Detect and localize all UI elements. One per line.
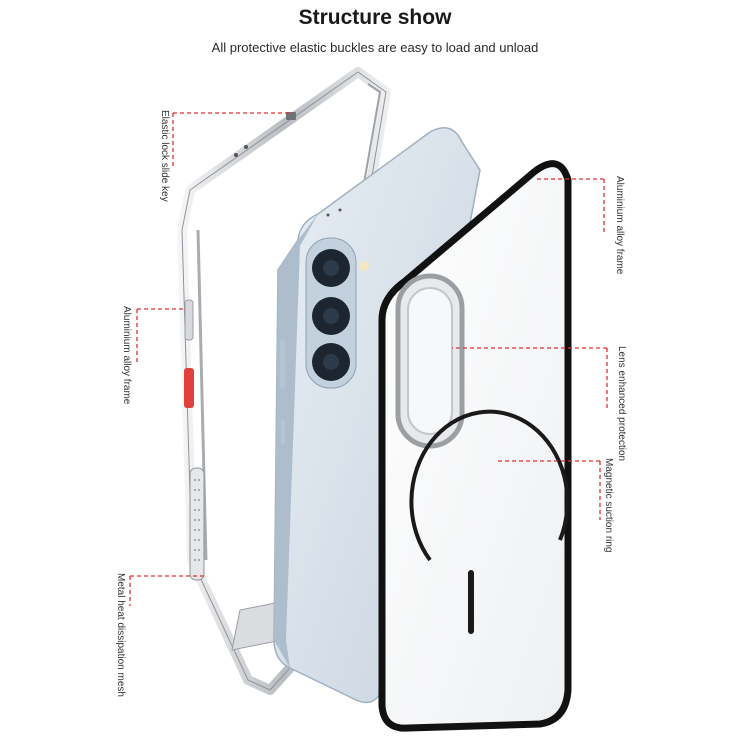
callout-magnetic-ring: Magnetic suction ring [603,458,614,553]
callout-lines [129,112,608,606]
callout-aluminium-frame-right: Aluminium alloy frame [614,176,625,275]
red-button [184,368,194,408]
callout-heat-mesh: Metal heat dissipation mesh [115,573,126,697]
magnetic-cover [378,160,572,732]
page-title: Structure show [298,6,452,29]
callout-aluminium-frame-left: Aluminium alloy frame [121,306,132,405]
page-subtitle: All protective elastic buckles are easy … [211,40,539,55]
callout-elastic-lock: Elastic lock slide key [159,110,170,202]
callout-lens-protection: Lens enhanced protection [616,346,627,462]
